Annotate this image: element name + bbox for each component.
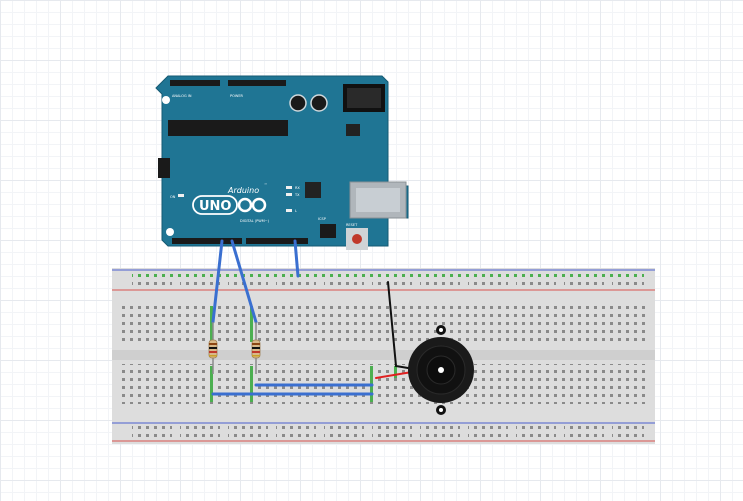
on-led [178, 194, 184, 197]
arduino-logo-icon [237, 197, 267, 213]
bottom-rail-holes [132, 424, 644, 440]
terminal-strip-top [120, 304, 648, 344]
center-channel [112, 350, 655, 360]
tx-label: TX [294, 193, 300, 197]
arduino-brand: Arduino [227, 186, 259, 195]
usb-chip [305, 182, 321, 198]
analog-in-label: ANALOG IN [172, 94, 192, 98]
voltage-regulator [346, 124, 360, 136]
power-header [228, 80, 286, 86]
icsp-header-right [320, 224, 336, 238]
terminal-strip-bottom [120, 364, 648, 404]
analog-header [170, 80, 220, 86]
capacitor-1 [289, 94, 307, 112]
mounting-hole [162, 96, 170, 104]
rx-led [286, 186, 292, 189]
arduino-uno-board[interactable]: ANALOG IN POWER RESET ICSP Arduino ™ UNO [155, 75, 409, 250]
uno-badge [192, 195, 238, 215]
rx-label: RX [295, 186, 300, 190]
digital-header-1 [172, 238, 242, 244]
wire-pin-to-resistor-1[interactable] [211, 239, 224, 324]
digital-header-2 [246, 238, 308, 244]
breadboard [112, 268, 655, 444]
on-label: ON [170, 195, 176, 199]
capacitor-2 [310, 94, 328, 112]
buzzer-black-lead[interactable] [387, 281, 409, 369]
icsp-label: ICSP [318, 217, 326, 221]
wire-pin-to-resistor-2[interactable] [230, 239, 258, 324]
reset-label: RESET [346, 223, 358, 227]
mounting-hole [166, 228, 174, 236]
trademark: ™ [264, 183, 268, 187]
wire-gnd-to-rail[interactable] [293, 239, 300, 278]
tx-led [286, 193, 292, 196]
buzzer-red-lead[interactable] [375, 371, 413, 379]
top-rail-holes [132, 272, 644, 288]
uno-label: UNO [199, 199, 232, 214]
reset-button-cap[interactable] [352, 234, 362, 244]
digital-label: DIGITAL (PWM~) [240, 219, 270, 223]
resistor-2[interactable] [251, 322, 261, 374]
wires [211, 239, 413, 396]
piezo-buzzer[interactable] [408, 325, 474, 415]
buzzer-center [438, 367, 444, 373]
l-label: L [295, 209, 297, 213]
power-label: POWER [230, 94, 244, 98]
resistor-1[interactable] [208, 322, 218, 374]
icsp-header-left [158, 158, 170, 178]
microcontroller-chip [168, 120, 288, 136]
l-led [286, 209, 292, 212]
